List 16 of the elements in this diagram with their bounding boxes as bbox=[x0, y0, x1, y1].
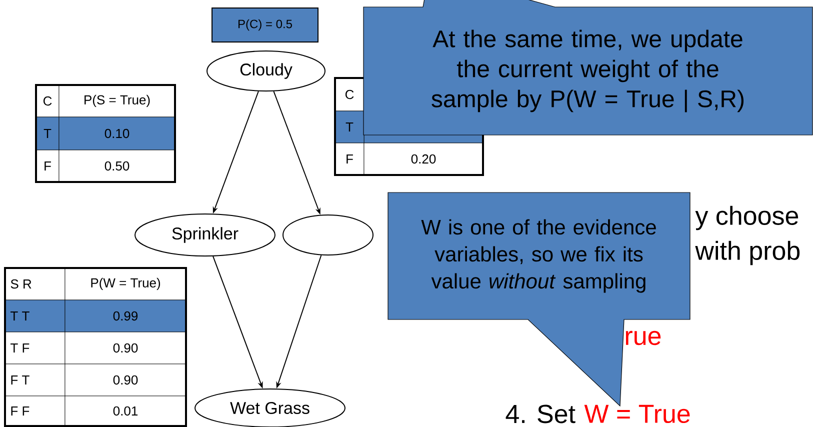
variable-ellipse bbox=[282, 214, 374, 256]
table-cell: F F bbox=[4, 396, 66, 426]
slide-text: rue bbox=[626, 330, 661, 346]
table-cell: T bbox=[36, 116, 60, 150]
table-cell: C bbox=[36, 84, 60, 118]
table-cell: S R bbox=[4, 268, 66, 300]
table-cell: T F bbox=[4, 332, 66, 364]
table-cell: F bbox=[334, 142, 364, 176]
slide-text: 4. Set bbox=[506, 404, 576, 424]
slide-text: W = True bbox=[584, 404, 690, 424]
table-cell: F T bbox=[4, 364, 66, 396]
table-cell: T bbox=[334, 110, 364, 144]
probability-box: P(C) = 0.5 bbox=[212, 8, 318, 42]
slide-text: y choose bbox=[695, 206, 798, 230]
table-cell: T T bbox=[4, 300, 66, 332]
table-cell: F bbox=[36, 150, 60, 182]
